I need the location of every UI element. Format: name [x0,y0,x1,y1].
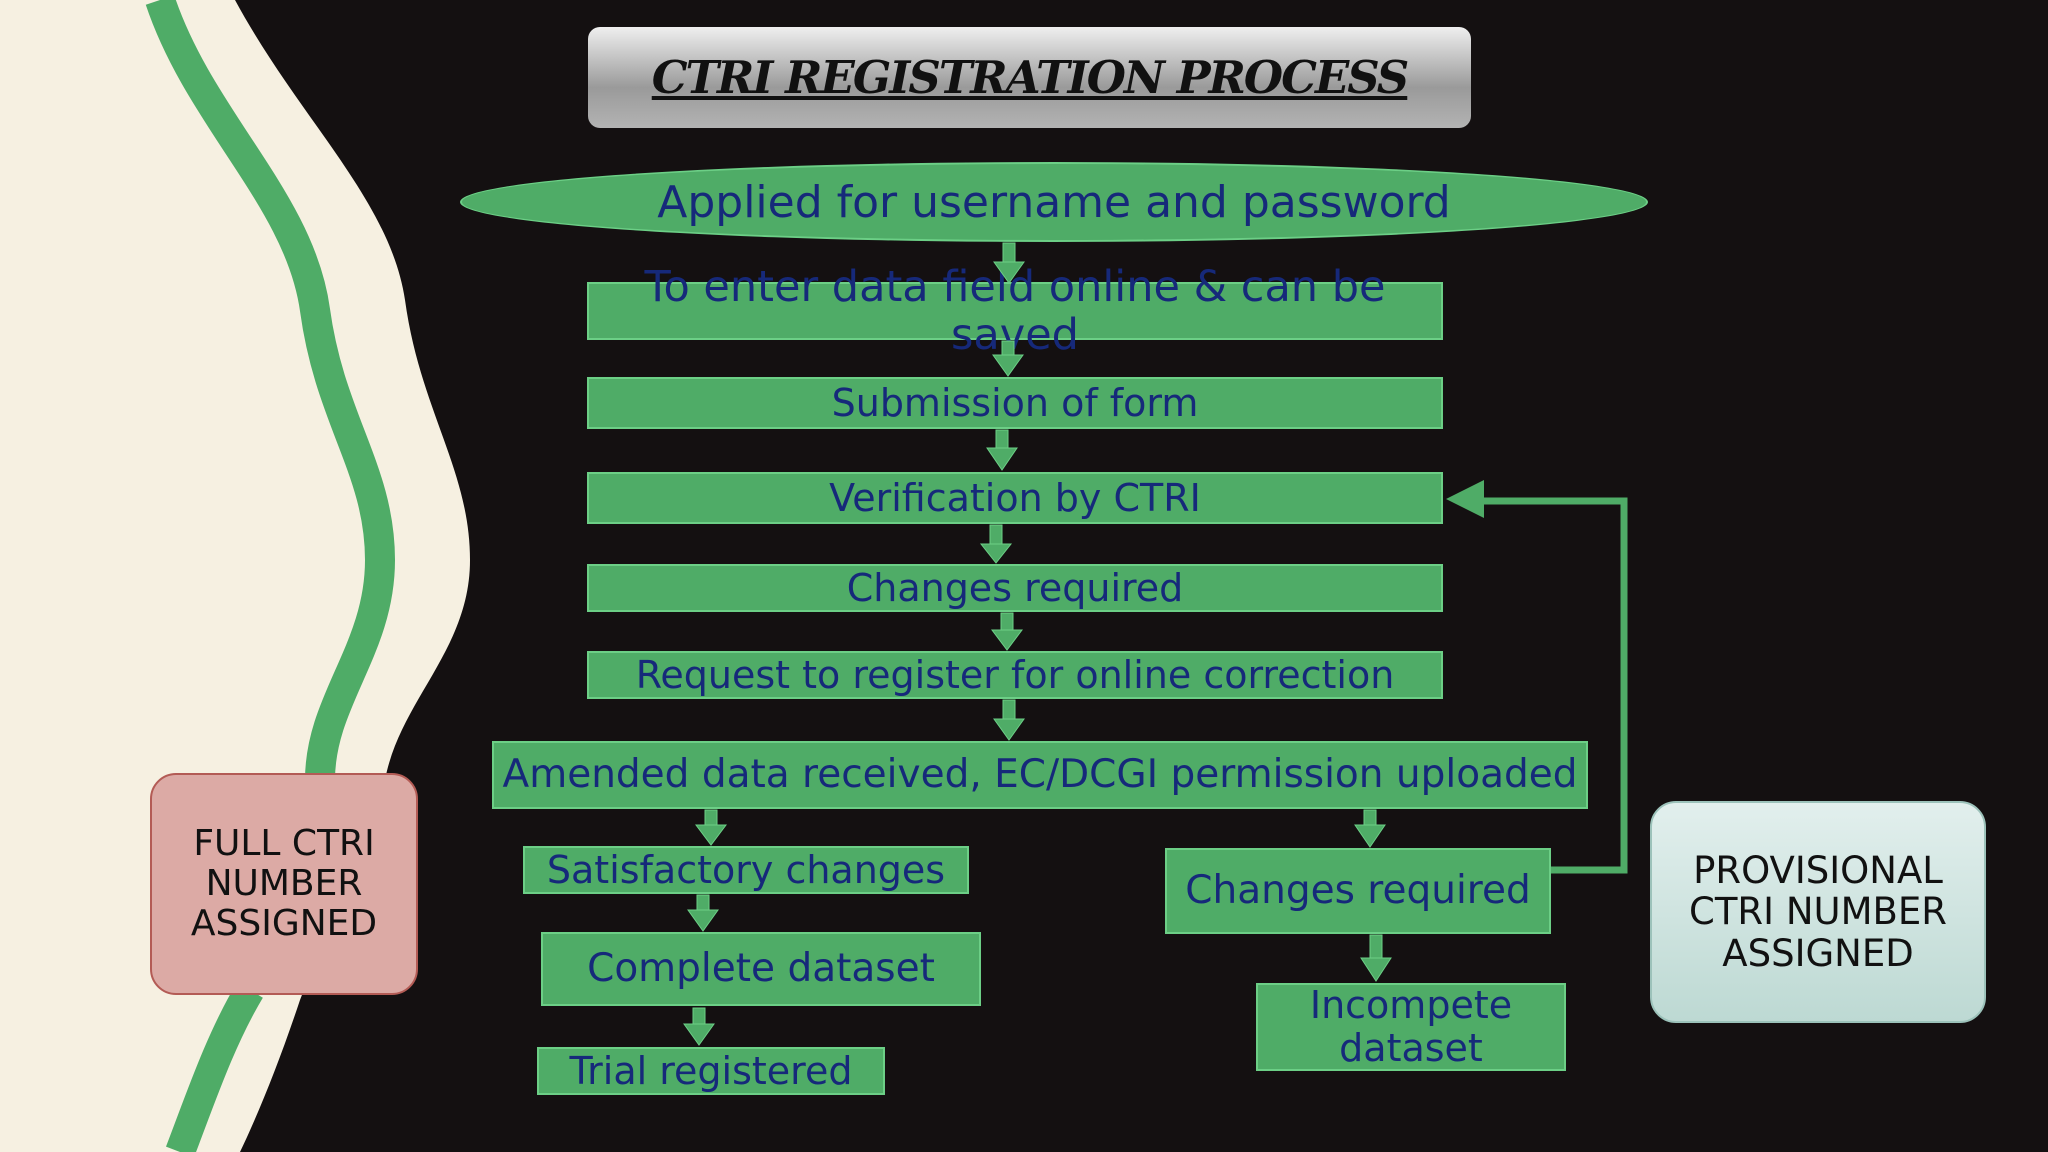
step-changes-required-1-label: Changes required [846,565,1184,610]
step-verification: Verification by CTRI [587,472,1443,524]
page-title: CTRI REGISTRATION PROCESS [651,51,1410,104]
step-incomplete-dataset: Incompete dataset [1256,983,1566,1071]
step-complete-dataset-label: Complete dataset [587,946,935,992]
step-amended-data-label: Amended data received, EC/DCGI permissio… [502,752,1578,798]
step-apply-label: Applied for username and password [657,176,1451,228]
step-verification-label: Verification by CTRI [829,475,1201,520]
step-submission-label: Submission of form [831,380,1199,425]
step-submission: Submission of form [587,377,1443,429]
full-ctri-number-box: FULL CTRI NUMBER ASSIGNED [150,773,418,995]
full-ctri-line: ASSIGNED [190,903,378,945]
provisional-ctri-line: PROVISIONAL [1693,848,1943,892]
step-satisfactory-changes-label: Satisfactory changes [546,847,946,892]
step-trial-registered-label: Trial registered [569,1048,853,1093]
step-incomplete-dataset-line1: Incompete [1309,983,1513,1028]
title-banner: CTRI REGISTRATION PROCESS [588,27,1471,128]
full-ctri-line: FULL CTRI [193,822,375,864]
step-amended-data: Amended data received, EC/DCGI permissio… [492,741,1588,809]
step-satisfactory-changes: Satisfactory changes [523,846,969,894]
step-request-correction: Request to register for online correctio… [587,651,1443,699]
step-changes-required-2: Changes required [1165,848,1551,934]
provisional-ctri-number-box: PROVISIONAL CTRI NUMBER ASSIGNED [1650,801,1986,1023]
step-incomplete-dataset-line2: dataset [1339,1026,1483,1070]
step-complete-dataset: Complete dataset [541,932,981,1006]
step-trial-registered: Trial registered [537,1047,885,1095]
step-request-correction-label: Request to register for online correctio… [635,652,1395,697]
step-changes-required-2-label: Changes required [1185,868,1531,914]
step-apply: Applied for username and password [460,162,1648,242]
step-changes-required-1: Changes required [587,564,1443,612]
provisional-ctri-line: CTRI NUMBER [1689,890,1947,934]
step-enter-data: To enter data field online & can be save… [587,263,1443,359]
provisional-ctri-line: ASSIGNED [1722,931,1914,975]
step-enter-data-label: To enter data field online & can be save… [644,261,1386,360]
full-ctri-line: NUMBER [205,862,363,904]
